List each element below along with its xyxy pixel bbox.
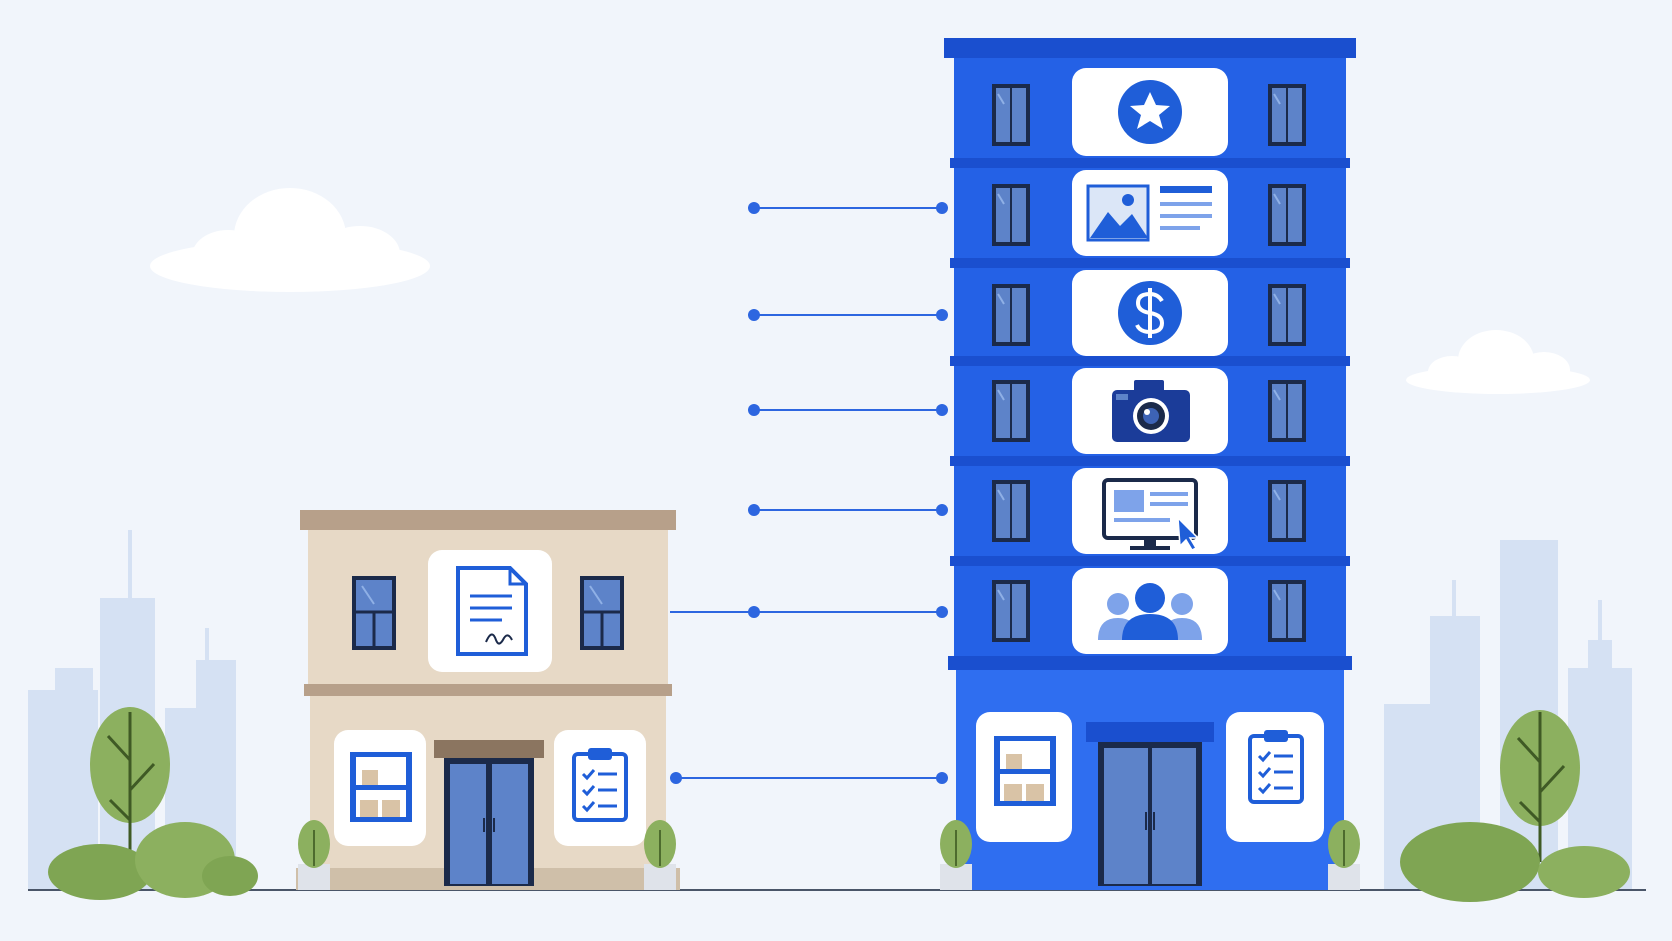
small-building [296, 510, 680, 891]
connector-3 [748, 404, 948, 416]
dollar-icon [1118, 281, 1182, 345]
tower-floor-panel-1 [1072, 68, 1228, 156]
shop-window-left [350, 574, 398, 652]
shop-upper-panel [428, 550, 552, 672]
tower-floor-panel-6 [1072, 568, 1228, 654]
badge-star-icon [1118, 80, 1182, 144]
camera-icon [1112, 380, 1190, 442]
checklist-clipboard-icon [1248, 728, 1304, 804]
tower-floor-panel-4 [1072, 368, 1228, 454]
tower-plant-left [939, 819, 973, 891]
connector-4 [748, 504, 948, 516]
tree-right [1400, 710, 1630, 902]
tower-floor-panel-2 [1072, 170, 1228, 256]
connector-6 [670, 772, 948, 784]
tower-floor-panel-3 [1072, 270, 1228, 356]
signed-contract-icon [456, 566, 528, 656]
shop-plant-right [643, 819, 677, 891]
checklist-clipboard-icon [572, 746, 628, 822]
connectors [670, 202, 948, 784]
monitor-cursor-icon [1102, 478, 1200, 551]
team-icon [1098, 583, 1202, 640]
tower-ground-panel-left [976, 712, 1072, 842]
shop-window-right [578, 574, 626, 652]
shop-ground-panel-left [334, 730, 426, 846]
shop-plant-left [297, 819, 331, 891]
shop-door [434, 740, 544, 886]
cloud-left [150, 188, 430, 292]
tree-left [48, 707, 258, 900]
tower-floor-panel-5 [1072, 468, 1228, 554]
tower-door [1086, 722, 1214, 886]
tower-plant-right [1327, 819, 1361, 891]
tall-building [939, 38, 1361, 891]
connector-1 [748, 202, 948, 214]
connector-5 [670, 606, 948, 618]
image-article-icon [1086, 184, 1212, 242]
shop-ground-panel-right [554, 730, 646, 846]
connector-2 [748, 309, 948, 321]
tower-ground-panel-right [1226, 712, 1324, 842]
cloud-right [1406, 330, 1590, 394]
